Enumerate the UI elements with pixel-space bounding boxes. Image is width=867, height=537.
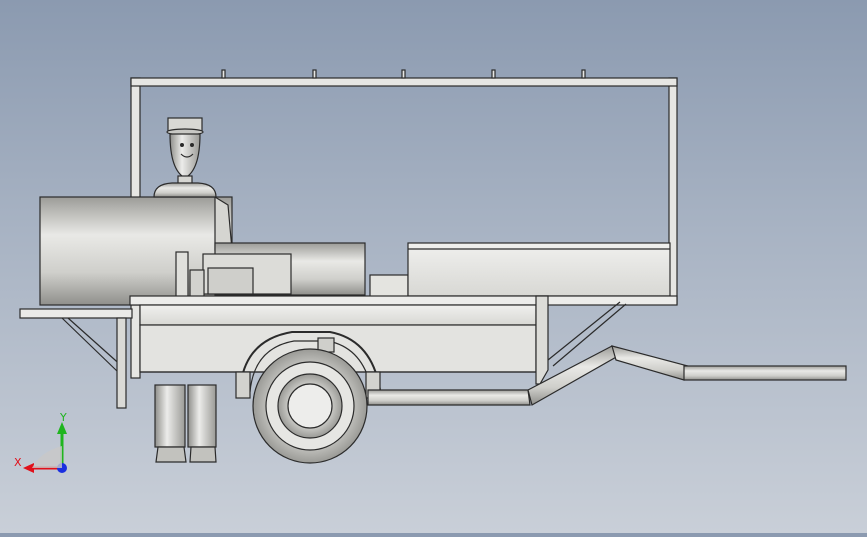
coordinate-triad: Y X bbox=[14, 410, 74, 480]
tank-box bbox=[407, 242, 671, 297]
x-axis-label: X bbox=[14, 456, 22, 469]
y-axis-label: Y bbox=[59, 411, 67, 424]
legs bbox=[154, 384, 217, 463]
tow-bar bbox=[367, 345, 847, 406]
figure-operator bbox=[153, 117, 217, 198]
engine-block bbox=[175, 242, 409, 299]
frame-top-rail bbox=[130, 77, 678, 87]
wheel bbox=[252, 348, 368, 464]
front-shelf bbox=[19, 308, 133, 319]
